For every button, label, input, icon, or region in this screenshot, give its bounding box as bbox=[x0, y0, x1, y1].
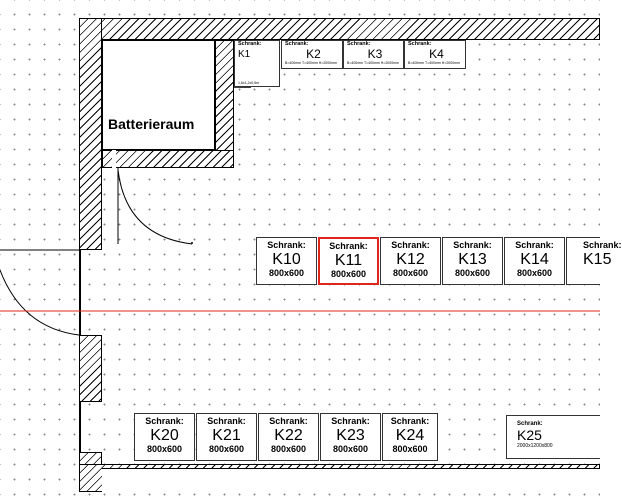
cabinet-k23[interactable]: Schrank: K23 800x600 bbox=[320, 413, 381, 461]
outer-wall-left-lower bbox=[79, 402, 81, 452]
cabinet-k2[interactable]: Schrank: K2 B=400mm T=400mm H=2000mm bbox=[281, 40, 343, 69]
wall-left-middle bbox=[79, 335, 102, 402]
cabinet-k4[interactable]: Schrank: K4 B=400mm T=400mm H=2000mm bbox=[404, 40, 466, 69]
cabinet-k3[interactable]: Schrank: K3 B=400mm T=400mm H=2000mm bbox=[343, 40, 404, 69]
cabinet-k11-selected[interactable]: Schrank: K11 800x600 bbox=[318, 237, 379, 285]
door-swing-outer bbox=[0, 269, 80, 336]
battery-room-floor[interactable] bbox=[102, 40, 215, 150]
cabinet-k12[interactable]: Schrank: K12 800x600 bbox=[380, 237, 441, 285]
cabinet-k14[interactable]: Schrank: K14 800x600 bbox=[504, 237, 565, 285]
cabinet-k21[interactable]: Schrank: K21 800x600 bbox=[196, 413, 257, 461]
wall-bottom-interior bbox=[102, 468, 600, 492]
cabinet-k24[interactable]: Schrank: K24 800x600 bbox=[382, 413, 438, 461]
cabinet-k25[interactable]: Schrank: K25 2000x1200x800 bbox=[506, 415, 600, 459]
cabinet-k15[interactable]: Schrank: K15 bbox=[566, 237, 622, 285]
cabinet-k10[interactable]: Schrank: K10 800x600 bbox=[256, 237, 317, 285]
outer-wall-left bbox=[79, 250, 81, 335]
cabinet-k22[interactable]: Schrank: K22 800x600 bbox=[258, 413, 319, 461]
drawing-overlay bbox=[0, 86, 600, 336]
room-label: Batterieraum bbox=[108, 116, 195, 132]
cabinet-k20[interactable]: Schrank: K20 800x600 bbox=[134, 413, 195, 461]
battery-room-wall-bottom bbox=[102, 150, 234, 168]
wall-left-upper bbox=[79, 18, 102, 250]
cabinet-k13[interactable]: Schrank: K13 800x600 bbox=[442, 237, 503, 285]
door-swing-inner bbox=[117, 169, 193, 245]
battery-room-door-gap bbox=[112, 150, 116, 168]
cabinet-k1[interactable]: Schrank: K1 1,6x1,2x0,5m bbox=[234, 40, 280, 87]
